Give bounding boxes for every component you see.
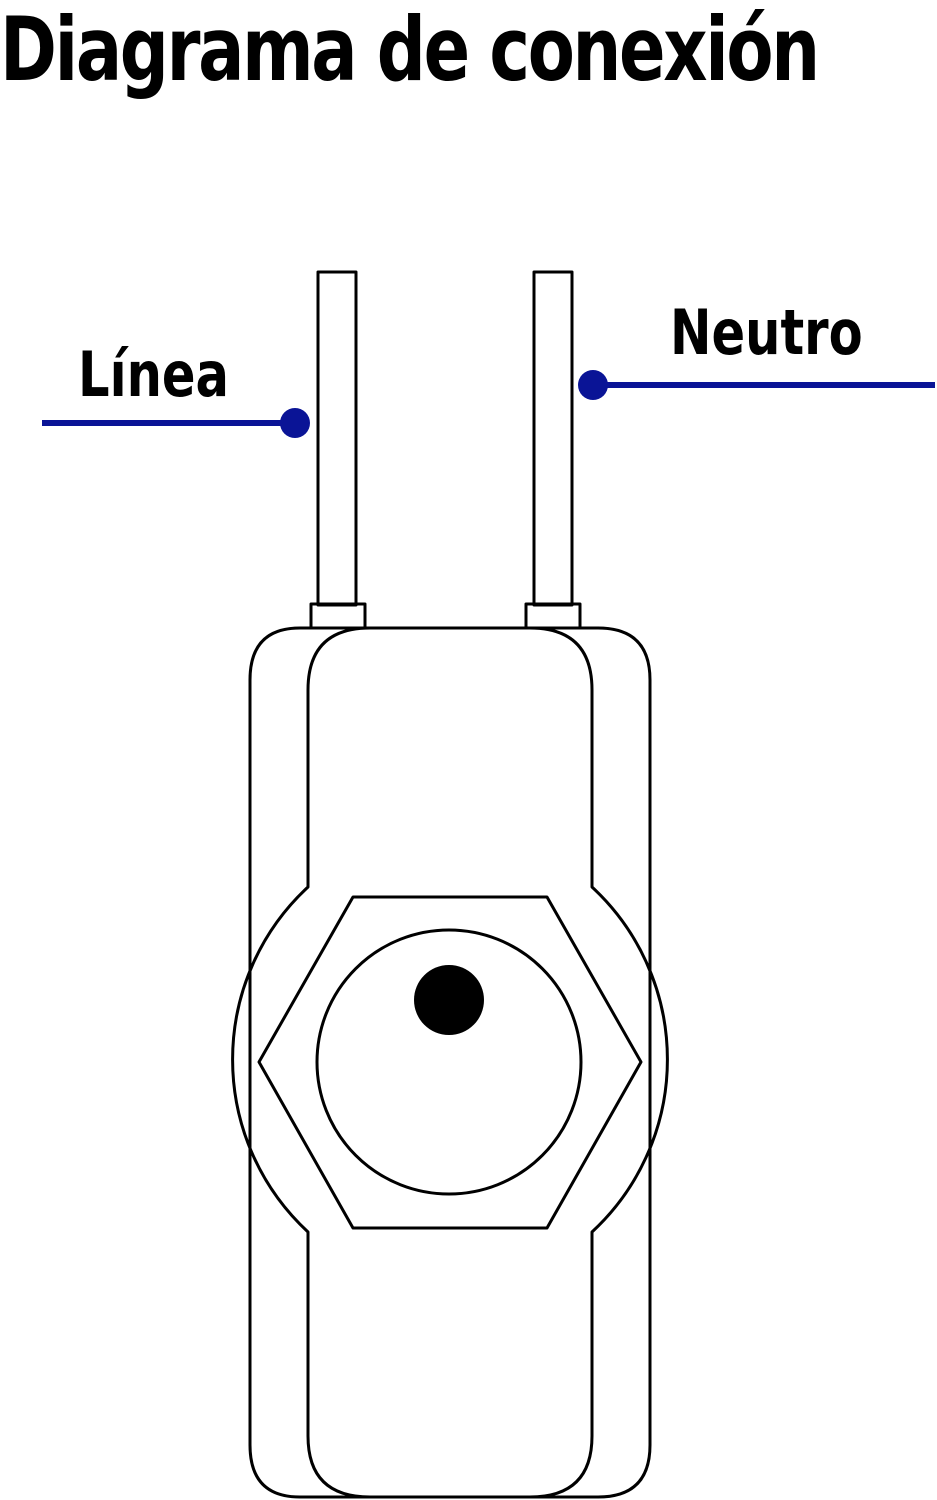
line-terminal-base — [309, 602, 367, 630]
hex-nut — [257, 895, 643, 1230]
line-connection-point — [280, 408, 310, 438]
diagram-title: Diagrama de conexión — [0, 0, 820, 101]
knob-indicator-dot — [414, 965, 484, 1035]
neutral-wire — [532, 270, 574, 607]
inner-body — [231, 626, 669, 1499]
neutral-connection-point — [578, 370, 608, 400]
neutral-label: Neutro — [670, 296, 863, 369]
line-wire — [316, 270, 358, 607]
line-label: Línea — [78, 338, 230, 411]
outer-housing — [248, 626, 652, 1499]
rotary-knob — [315, 928, 583, 1196]
neutral-terminal-base — [524, 602, 582, 630]
